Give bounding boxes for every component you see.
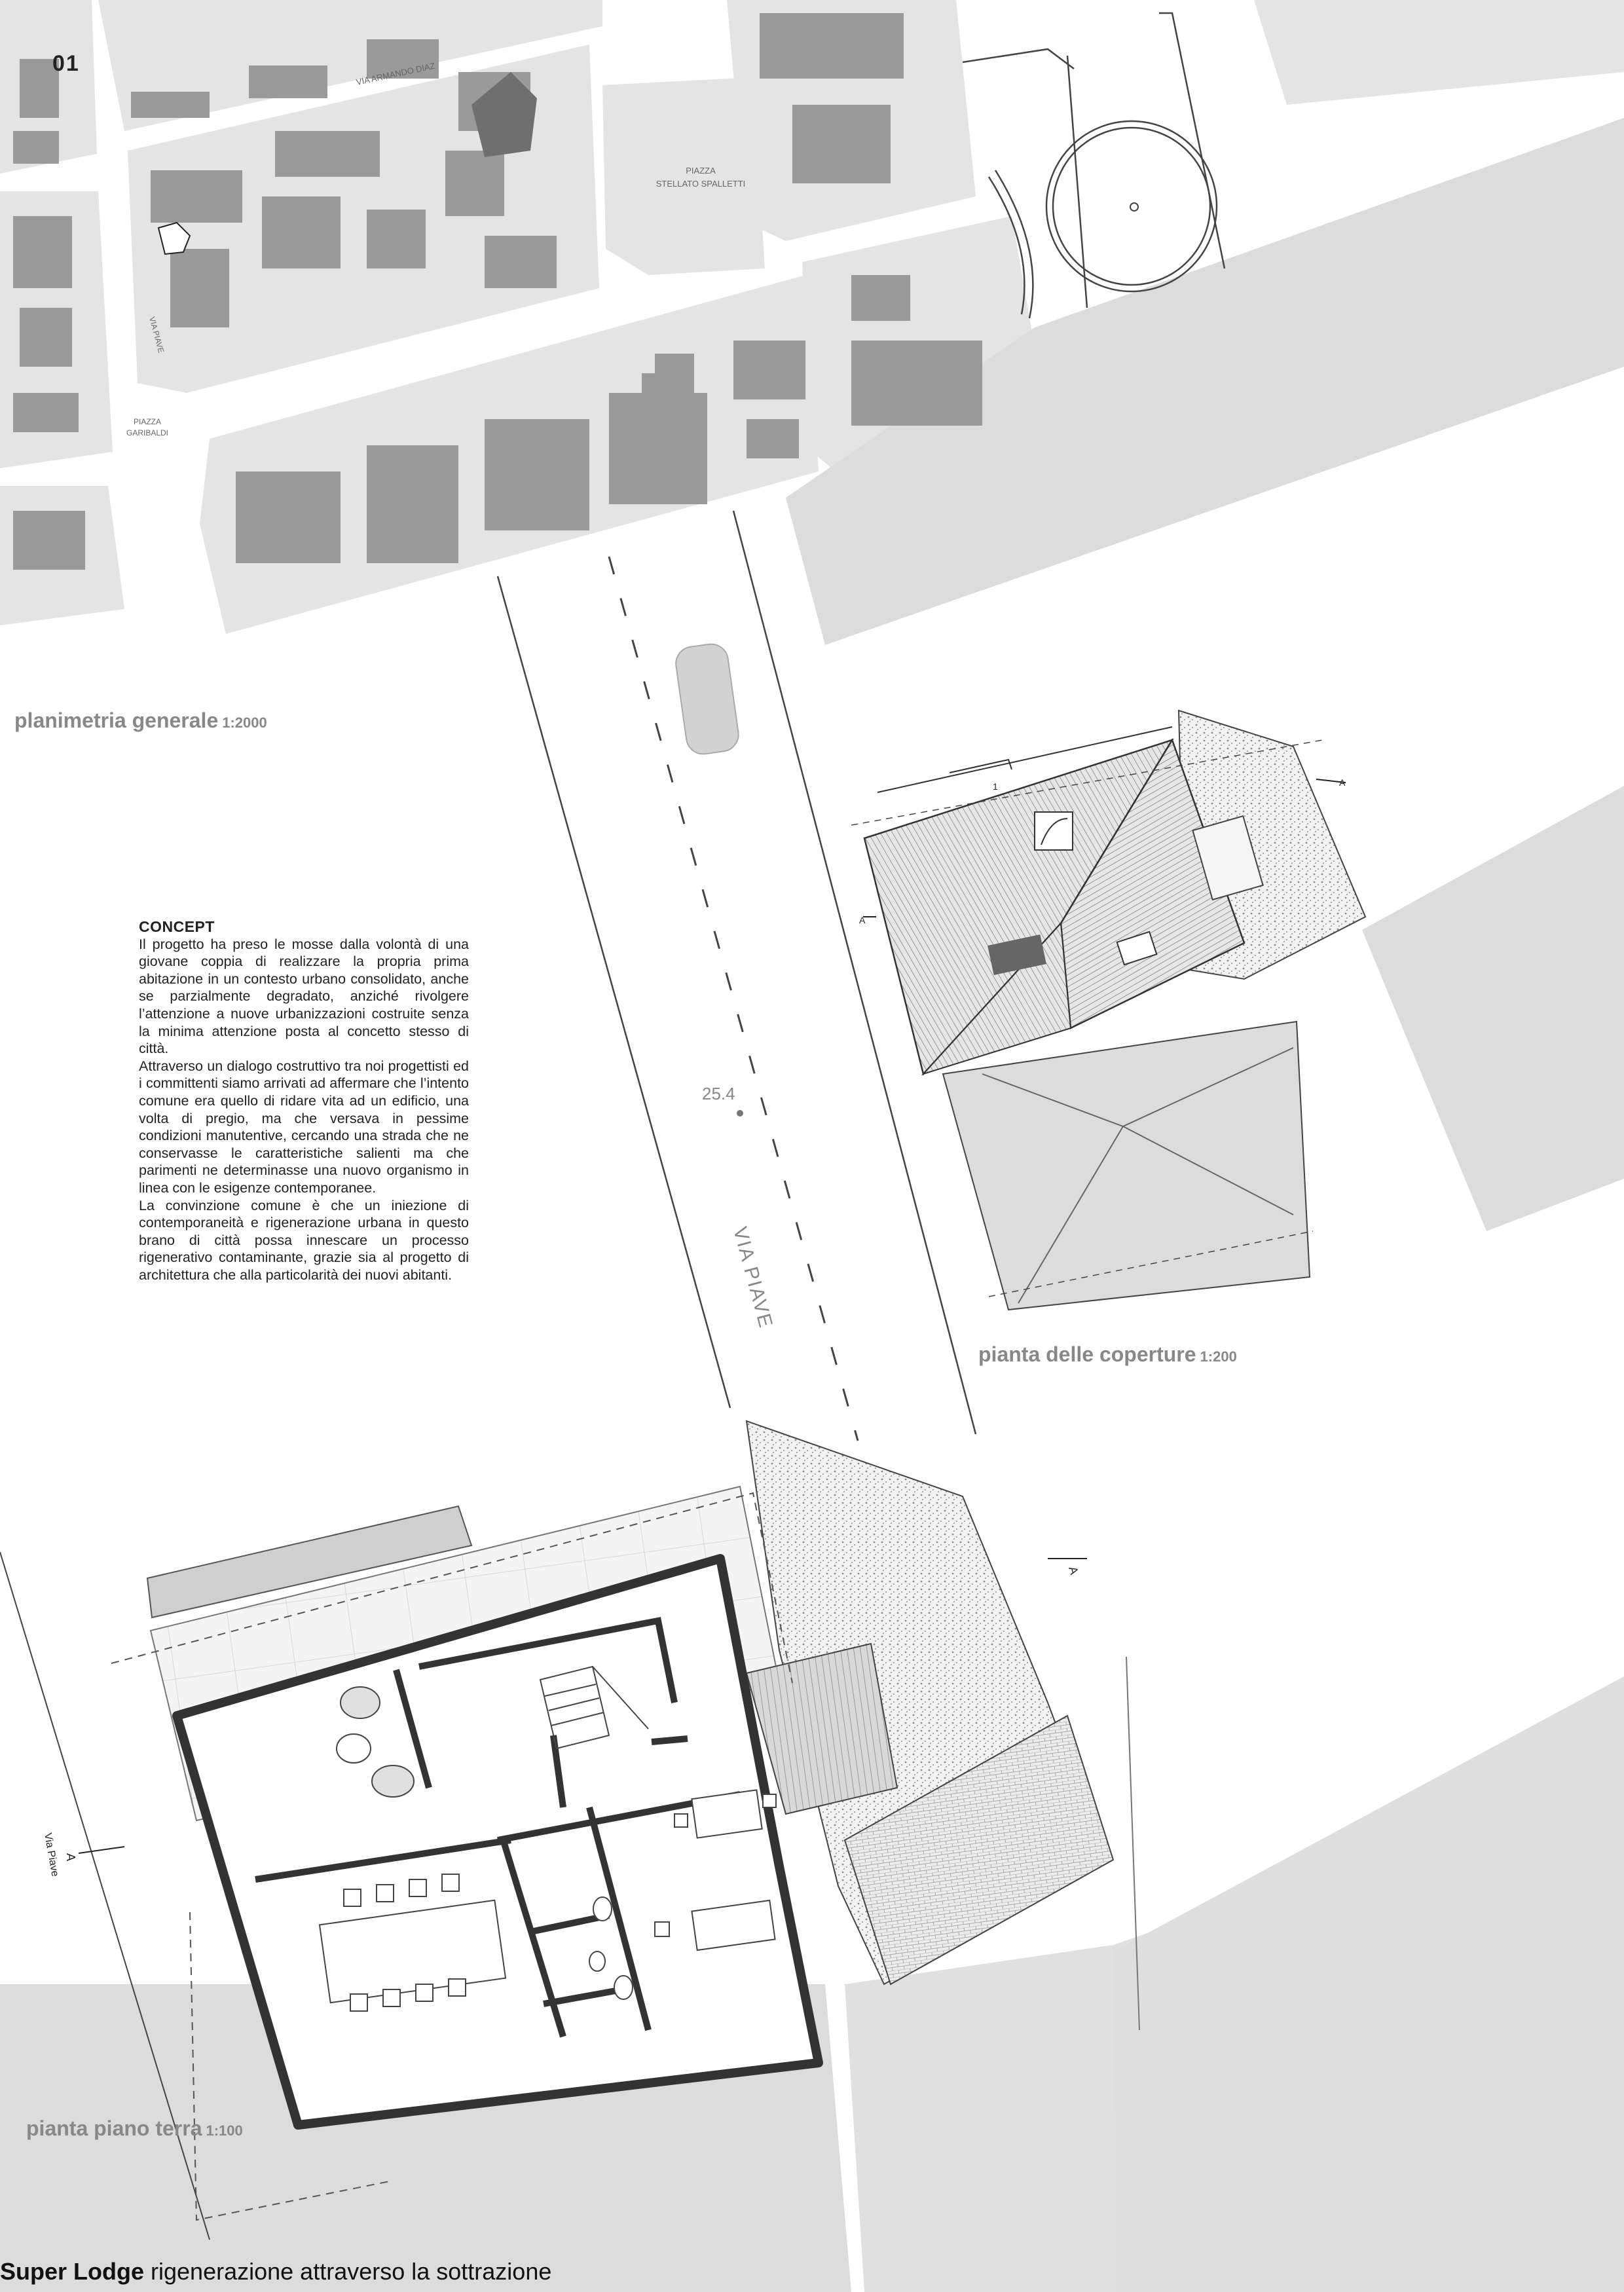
block xyxy=(1254,0,1624,105)
piazza-garibaldi-label-1: PIAZZA xyxy=(134,417,161,426)
ground-section-right: A xyxy=(1066,1565,1080,1576)
caption-site-plan-label: planimetria generale xyxy=(14,709,219,732)
ground-street-label: Via Piave xyxy=(42,1832,60,1877)
concept-paragraph: Il progetto ha preso le mosse dalla volo… xyxy=(139,936,469,1057)
caption-roof-plan-scale: 1:200 xyxy=(1200,1348,1237,1365)
roof-plan xyxy=(496,510,1624,1441)
caption-ground-floor-label: pianta piano terra xyxy=(26,2116,202,2140)
stair-icon xyxy=(539,1665,649,1750)
ground-floor-plan xyxy=(0,779,1624,2292)
skylight-icon xyxy=(1034,811,1073,851)
desk-icon xyxy=(654,1789,777,1951)
roundabout xyxy=(962,12,1226,319)
concept-text: CONCEPT Il progetto ha preso le mosse da… xyxy=(139,918,469,1284)
project-title: Super Lodge rigenerazione attraverso la … xyxy=(0,2258,551,2285)
concept-paragraph: La convinzione comune è che un iniezione… xyxy=(139,1197,469,1283)
caption-site-plan-scale: 1:2000 xyxy=(222,714,267,731)
block xyxy=(98,0,602,131)
roof-section-right: A xyxy=(1339,777,1346,788)
piazza-stellato-label-2: STELLATO SPALLETTI xyxy=(656,179,746,189)
caption-ground-floor-scale: 1:100 xyxy=(206,2122,243,2139)
project-site-marker xyxy=(157,221,191,255)
piazza-garibaldi-label-2: GARIBALDI xyxy=(126,428,168,437)
roof-section-left: A xyxy=(859,915,866,925)
lounge-chair-icon xyxy=(336,1686,415,1798)
piazza-stellato-label-1: PIAZZA xyxy=(686,166,716,176)
toilet-icon xyxy=(589,1896,633,2000)
fountain-icon xyxy=(1130,202,1139,212)
roof-ridge-tag: 1 xyxy=(993,781,998,792)
solar-panel-icon xyxy=(987,934,1046,976)
project-subtitle: rigenerazione attraverso la sottrazione xyxy=(151,2258,552,2285)
ground-area xyxy=(786,118,1624,645)
project-name: Super Lodge xyxy=(0,2258,145,2285)
spot-height-point xyxy=(737,1110,743,1117)
spot-height: 25.4 xyxy=(702,1084,735,1103)
car-icon xyxy=(675,643,739,755)
site-plan xyxy=(0,0,1624,2243)
block xyxy=(602,77,765,275)
skylight-icon xyxy=(1116,931,1158,966)
site-buildings xyxy=(13,13,982,570)
church-building xyxy=(471,72,537,157)
caption-roof-plan-label: pianta delle coperture xyxy=(978,1342,1196,1366)
sheet-number: 01 xyxy=(52,51,80,76)
ground-section-left: A xyxy=(64,1853,77,1861)
concept-paragraph: Attraverso un dialogo costruttivo tra no… xyxy=(139,1058,469,1196)
concept-heading: CONCEPT xyxy=(139,918,215,935)
dining-table-icon xyxy=(318,1874,507,2012)
